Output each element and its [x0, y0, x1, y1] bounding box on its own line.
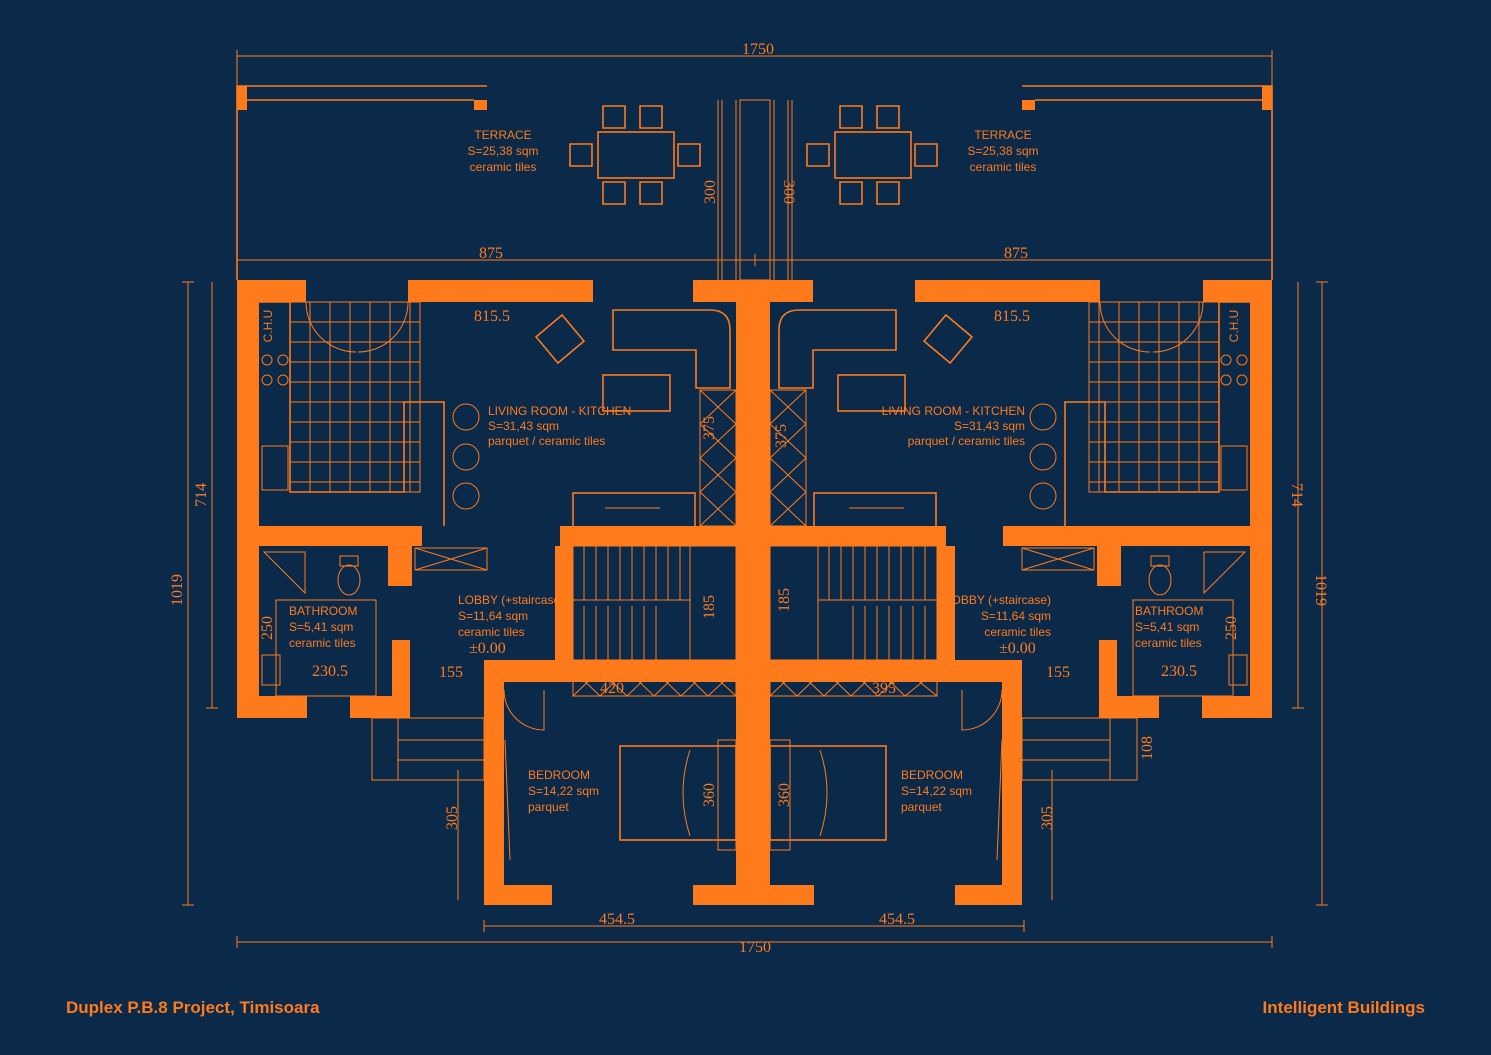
bathroom-right-area: S=5,41 sqm	[1135, 620, 1199, 634]
bedroom-left-name: BEDROOM	[528, 768, 590, 782]
terrace-right-finish: ceramic tiles	[970, 160, 1037, 174]
dim-entrance-depth-right: 305	[1039, 806, 1056, 830]
dim-corridor-left: 420	[600, 680, 624, 697]
terrace-left-name: TERRACE	[474, 128, 531, 142]
living-right-finish: parquet / ceramic tiles	[908, 434, 1025, 448]
dim-terrace-depth-right: 300	[780, 180, 797, 204]
bathroom-left-name: BATHROOM	[289, 604, 357, 618]
lobby-left-level: ±0.00	[469, 640, 506, 657]
room-labels: TERRACE S=25,38 sqm ceramic tiles TERRAC…	[261, 128, 1241, 814]
bedroom-left-area: S=14,22 sqm	[528, 784, 599, 798]
bathroom-left-area: S=5,41 sqm	[289, 620, 353, 634]
terrace-left-finish: ceramic tiles	[470, 160, 537, 174]
dim-stair-width-left: 185	[701, 595, 718, 619]
lobby-right-name: LOBBY (+staircase)	[945, 593, 1051, 607]
dim-total-depth-right: 1019	[1312, 574, 1329, 606]
bathroom-right-name: BATHROOM	[1135, 604, 1203, 618]
dim-entrance-depth-left: 305	[444, 806, 461, 830]
bathroom-left-finish: ceramic tiles	[289, 636, 356, 650]
kitchen-tiles-left	[289, 301, 421, 493]
terrace-right-name: TERRACE	[974, 128, 1031, 142]
dining-table-left	[569, 105, 701, 205]
chu-label-left: C.H.U	[261, 310, 275, 343]
terrace-left-area: S=25,38 sqm	[467, 144, 538, 158]
interior-details	[259, 301, 1250, 861]
living-left-name: LIVING ROOM - KITCHEN	[488, 404, 631, 418]
bathroom-right-finish: ceramic tiles	[1135, 636, 1202, 650]
dim-total-width-bottom: 1750	[739, 939, 771, 956]
bedroom-left-finish: parquet	[528, 800, 569, 814]
lobby-right-level: ±0.00	[999, 640, 1036, 657]
terrace-right-area: S=25,38 sqm	[967, 144, 1038, 158]
dim-bath-width-left: 230.5	[312, 663, 348, 680]
dim-lobby-width-right: 155	[1046, 664, 1070, 681]
dim-stair-run-left: 375	[701, 416, 718, 440]
dim-bedroom-width-left: 454.5	[599, 911, 635, 928]
dim-entry-step-right: 108	[1139, 736, 1156, 760]
living-right-area: S=31,43 sqm	[954, 419, 1025, 433]
dim-bath-depth-right: 250	[1223, 616, 1240, 640]
lobby-left-area: S=11,64 sqm	[458, 609, 528, 623]
terraces	[236, 85, 1273, 281]
dim-bedroom-depth-left: 360	[701, 783, 718, 807]
dimension-labels: 1750 875 875 300 300 815.5 815.5 714 714…	[169, 41, 1329, 956]
dining-table-right	[806, 105, 938, 205]
dim-terrace-depth-left: 300	[702, 180, 719, 204]
lobby-right-area: S=11,64 sqm	[981, 609, 1051, 623]
project-title: Duplex P.B.8 Project, Timisoara	[66, 998, 320, 1017]
dim-bedroom-depth-right: 360	[776, 783, 793, 807]
dim-upper-depth-right: 714	[1288, 483, 1305, 507]
lobby-left-finish: ceramic tiles	[458, 625, 525, 639]
living-left-finish: parquet / ceramic tiles	[488, 434, 605, 448]
living-left-area: S=31,43 sqm	[488, 419, 559, 433]
dim-total-width-top: 1750	[742, 41, 774, 58]
dim-lobby-width-left: 155	[439, 664, 463, 681]
dim-terrace-width-right: 875	[1004, 245, 1028, 262]
company-name: Intelligent Buildings	[1262, 998, 1425, 1017]
dim-total-depth-left: 1019	[169, 574, 186, 606]
dim-stair-run-right: 375	[773, 424, 790, 448]
bedroom-right-name: BEDROOM	[901, 768, 963, 782]
dimension-lines	[182, 50, 1328, 948]
chu-label-right: C.H.U	[1227, 310, 1241, 343]
dim-upper-depth-left: 714	[193, 483, 210, 507]
lobby-right-finish: ceramic tiles	[984, 625, 1051, 639]
bedroom-right-area: S=14,22 sqm	[901, 784, 972, 798]
dim-living-width-right: 815.5	[994, 308, 1030, 325]
bedroom-right-finish: parquet	[901, 800, 942, 814]
dim-bath-depth-left: 250	[259, 616, 276, 640]
walls	[237, 280, 1272, 905]
living-right-name: LIVING ROOM - KITCHEN	[882, 404, 1025, 418]
dim-corridor-right: 395	[872, 680, 896, 697]
dim-terrace-width-left: 875	[479, 245, 503, 262]
dim-stair-width-right: 185	[776, 588, 793, 612]
lobby-left-name: LOBBY (+staircase)	[458, 593, 564, 607]
dim-bedroom-width-right: 454.5	[879, 911, 915, 928]
dim-living-width-left: 815.5	[474, 308, 510, 325]
dim-bath-width-right: 230.5	[1161, 663, 1197, 680]
